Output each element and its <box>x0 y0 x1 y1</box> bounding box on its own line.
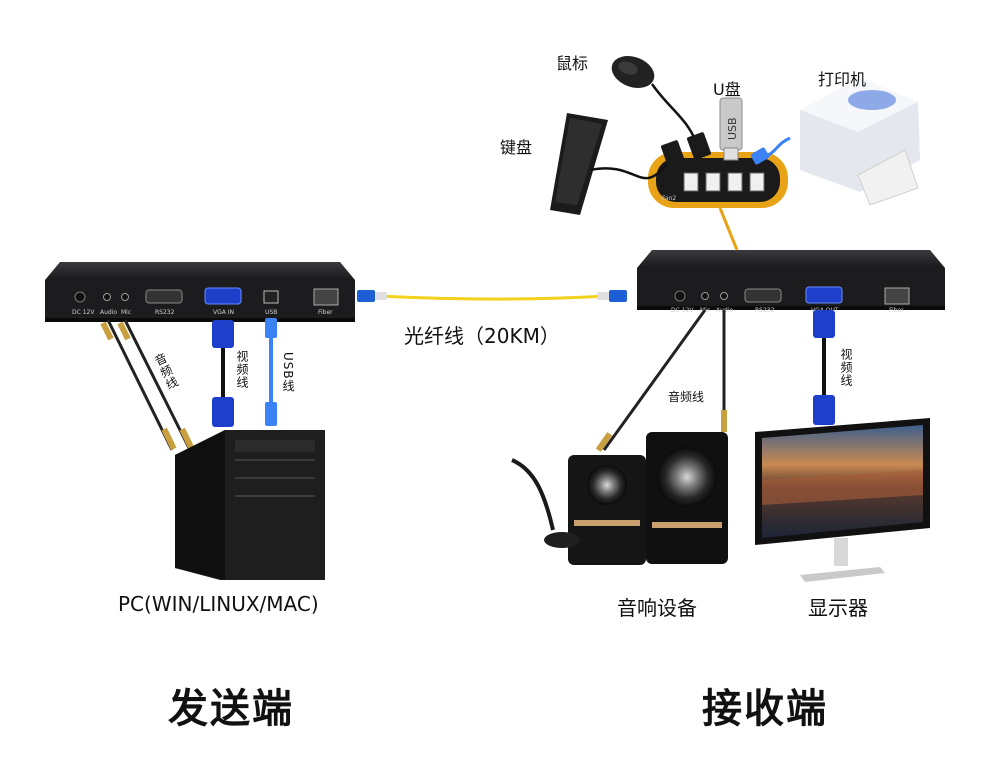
pc-tower <box>175 430 325 580</box>
usb-port <box>263 290 279 304</box>
receiver-port-dc: DC 12V <box>671 307 694 314</box>
mic-port <box>121 293 129 301</box>
label-mouse: 鼠标 <box>556 54 589 73</box>
sender-port-dc: DC 12V <box>72 309 95 316</box>
label-pc: PC(WIN/LINUX/MAC) <box>118 592 319 616</box>
label-audio-equipment: 音响设备 <box>617 596 697 620</box>
sender-port-mic: Mic <box>121 309 131 316</box>
dc-port <box>74 291 86 303</box>
audio-port <box>720 292 728 300</box>
fiber-cable <box>357 290 627 302</box>
sender-port-vga: VGA IN <box>213 309 234 316</box>
label-audio-cable-right: 音频线 <box>668 390 705 404</box>
receiver-port-fiber: Fiber <box>889 307 904 314</box>
sender-port-fiber: Fiber <box>318 309 333 316</box>
usb-hub: Fan2 <box>648 152 788 251</box>
hub-label: Fan2 <box>662 195 676 202</box>
usb-plug-mouse <box>687 132 711 160</box>
label-keyboard: 键盘 <box>500 138 533 157</box>
audio-port <box>103 293 111 301</box>
dc-port <box>674 290 686 302</box>
sender-unit: DC 12V Audio Mic RS232 VGA IN USB Fiber <box>45 262 355 322</box>
mic-port <box>701 292 709 300</box>
sender-port-audio: Audio <box>100 309 117 316</box>
label-fiber-cable: 光纤线（20KM） <box>404 324 560 348</box>
audio-cable-right <box>595 309 727 452</box>
vga-cable-left <box>212 320 234 427</box>
vga-out-port <box>805 286 843 304</box>
fiber-port <box>313 288 339 306</box>
fiber-connector-right <box>597 290 627 302</box>
vga-in-port <box>204 287 242 305</box>
label-printer: 打印机 <box>818 70 867 89</box>
monitor <box>755 418 930 582</box>
receiver-port-rs232: RS232 <box>755 307 775 314</box>
label-video-cable-right: 视频线 <box>839 348 853 387</box>
label-usb-cable: USB线 <box>281 352 295 393</box>
label-usb-drive: U盘 <box>713 80 741 99</box>
label-sender: 发送端 <box>168 686 294 732</box>
label-receiver: 接收端 <box>702 686 828 732</box>
label-video-cable-left: 视频线 <box>235 350 249 389</box>
usb-cable-left <box>265 318 277 426</box>
fiber-connector-left <box>357 290 387 302</box>
printer <box>750 78 920 206</box>
sender-port-rs232: RS232 <box>155 309 175 316</box>
keyboard <box>550 113 671 215</box>
audio-cables-left <box>100 319 195 451</box>
usb-drive: USB <box>719 97 743 161</box>
mouse <box>611 56 700 149</box>
usb-plug-keyboard <box>661 140 685 168</box>
fiber-port <box>884 287 910 305</box>
rs232-port <box>145 289 183 304</box>
rs232-port <box>744 288 782 303</box>
label-monitor: 显示器 <box>808 596 868 620</box>
usb-drive-text: USB <box>726 117 739 140</box>
receiver-unit: DC 12V Mic Audio RS232 VGA OUT Fiber <box>637 250 945 314</box>
sender-port-usb: USB <box>265 309 277 316</box>
vga-cable-right <box>813 310 835 425</box>
speakers <box>511 432 728 565</box>
